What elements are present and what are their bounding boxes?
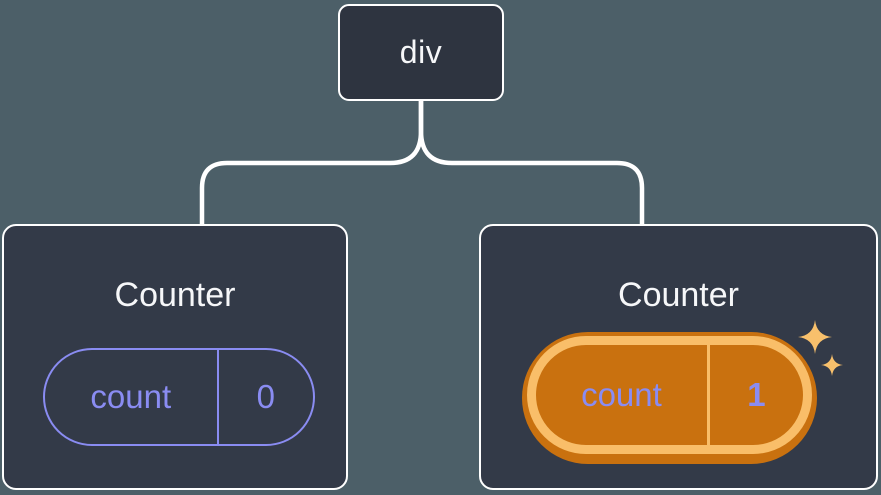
sparkles-icon <box>798 320 843 376</box>
component-title: Counter <box>114 276 236 314</box>
root-node-div: div <box>338 4 504 101</box>
state-name-cell: count <box>536 345 707 445</box>
connector-left-branch <box>199 98 424 227</box>
counter-card-updated: Counter count 1 <box>479 224 878 490</box>
state-name-label: count <box>90 378 172 415</box>
component-title: Counter <box>618 276 739 314</box>
state-value-cell: 1 <box>710 345 803 445</box>
state-highlight-ring: count 1 <box>522 332 817 464</box>
state-pill: count 1 <box>527 336 812 454</box>
state-pill-divider <box>706 345 710 445</box>
state-pill-divider <box>216 350 219 444</box>
state-value: 0 <box>256 378 275 415</box>
connector-right-branch <box>418 98 645 227</box>
state-value: 1 <box>747 376 766 413</box>
counter-card-initial: Counter count 0 <box>2 224 348 490</box>
state-pill: count 0 <box>43 348 315 446</box>
state-name-label: count <box>581 376 662 413</box>
state-value-cell: 0 <box>219 350 313 444</box>
state-name-cell: count <box>45 350 217 444</box>
root-node-label: div <box>399 34 443 70</box>
